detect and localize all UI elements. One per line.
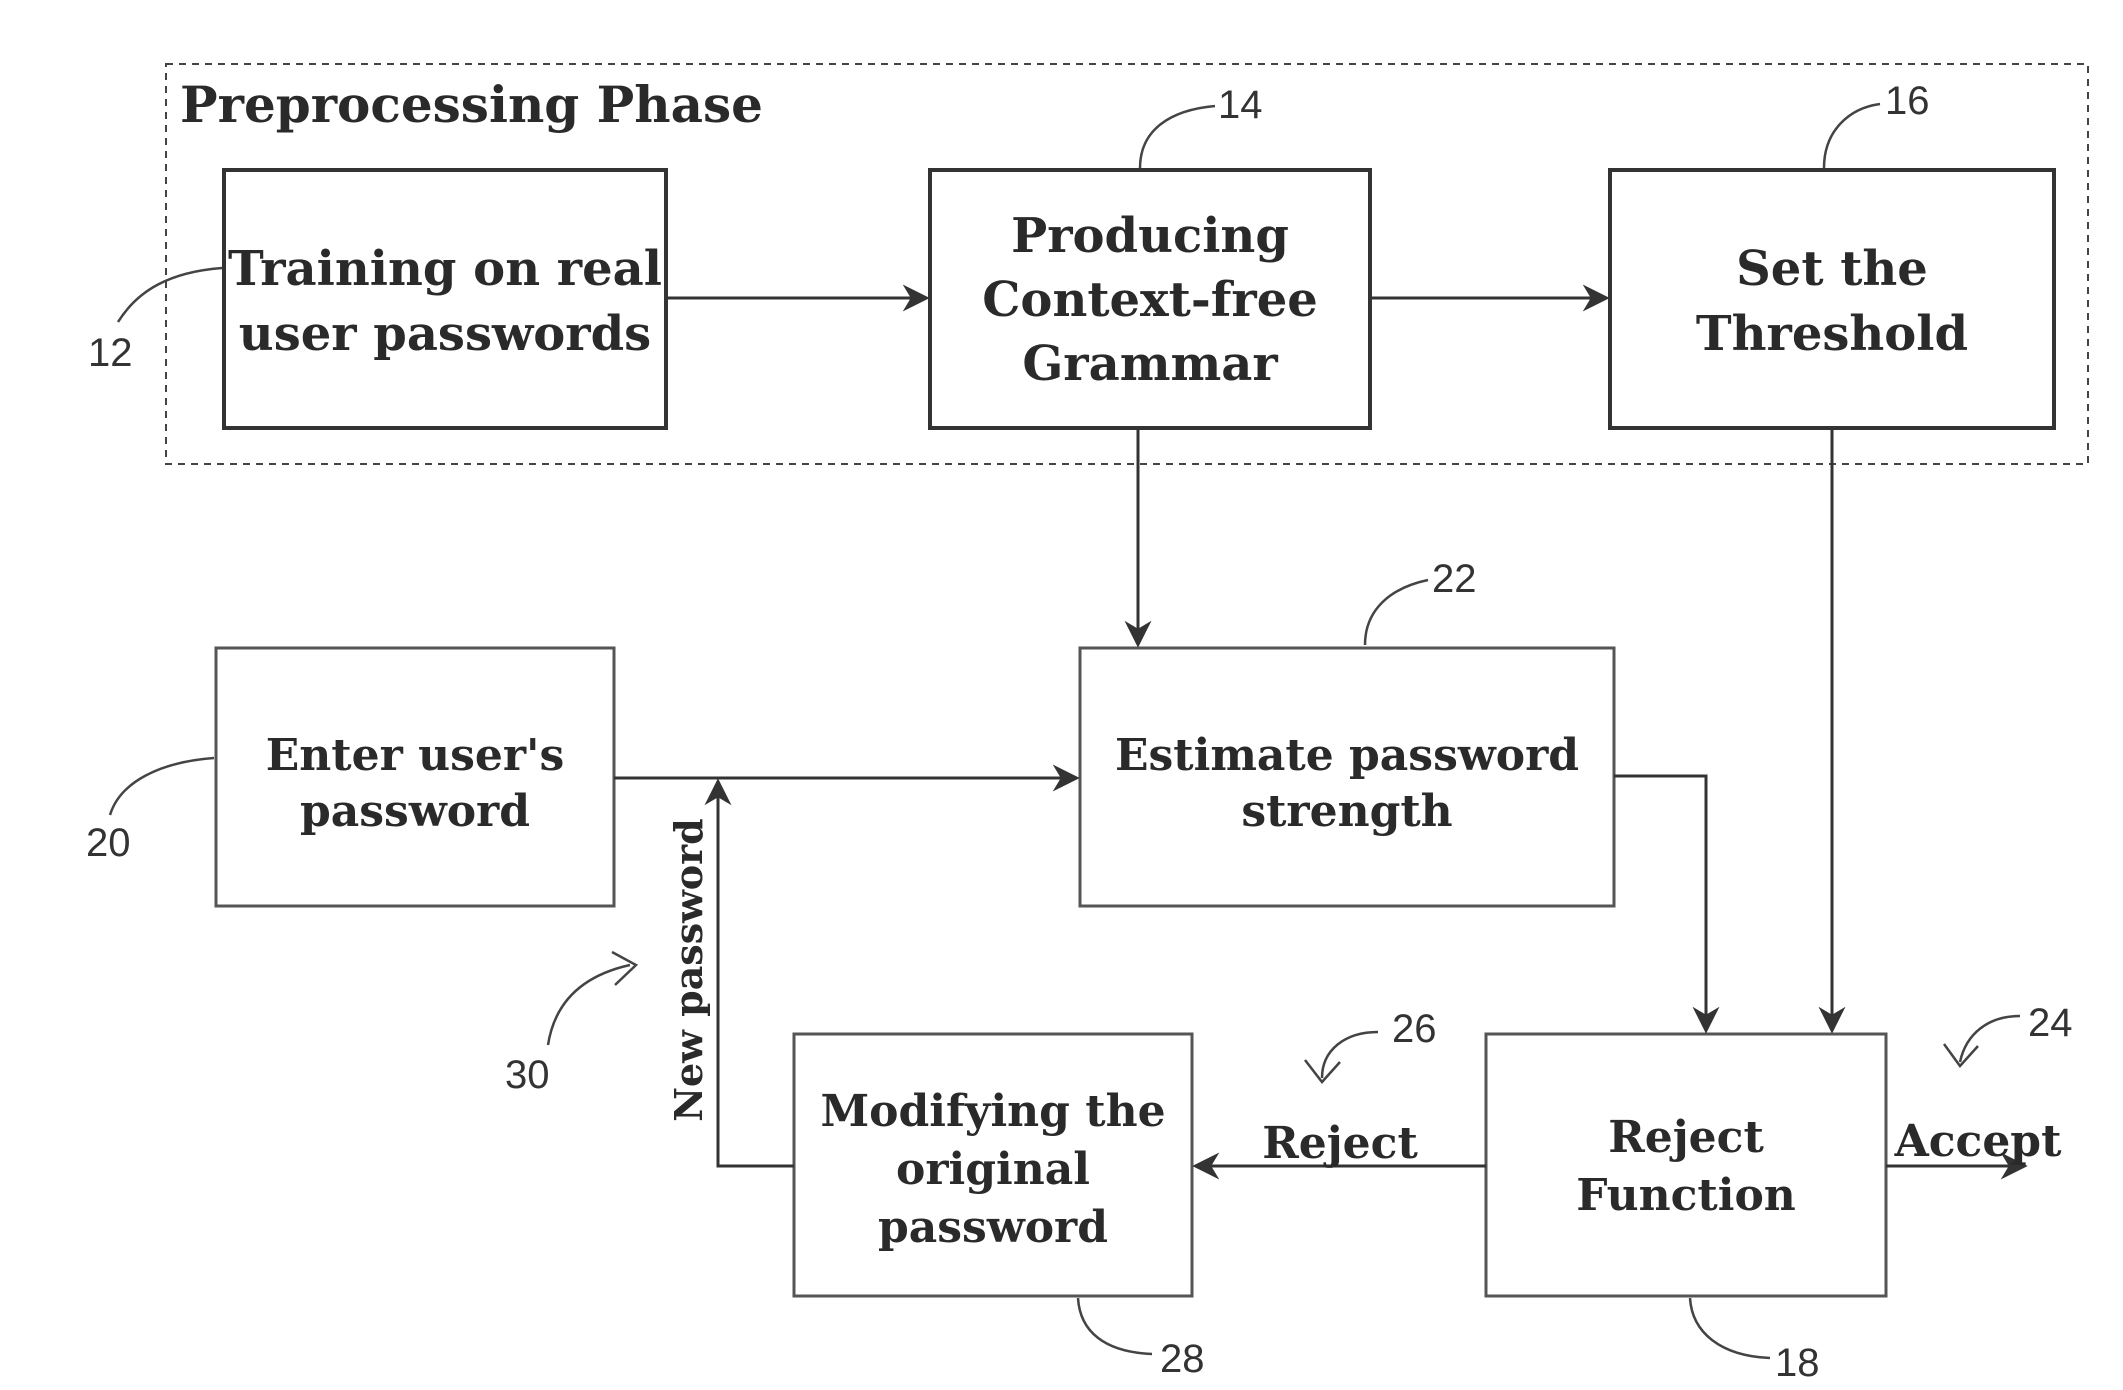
arrow-new-password-loop	[704, 778, 794, 1168]
leader-ref-24-head	[1942, 1043, 1979, 1068]
edge-label-new-password: New password	[666, 818, 711, 1121]
leader-ref-30	[546, 963, 631, 1046]
node-modify: Modifying the original password	[792, 1032, 1194, 1298]
leader-ref-26-head	[1304, 1059, 1341, 1084]
node-reject-function: Reject Function	[1484, 1032, 1888, 1298]
node-grammar-line-2: Context-free	[982, 272, 1318, 328]
node-estimate-line-1: Estimate password	[1115, 730, 1579, 781]
node-enter-line-2: password	[300, 786, 530, 837]
ref-28: 28	[1160, 1337, 1205, 1381]
preprocessing-phase: Preprocessing Phase	[165, 63, 2089, 465]
ref-22: 22	[1432, 557, 1477, 601]
node-threshold-line-1: Set the	[1736, 241, 1928, 297]
node-threshold-line-2: Threshold	[1696, 306, 1968, 362]
leader-ref-20	[108, 756, 215, 816]
node-enter: Enter user's password	[214, 646, 616, 908]
node-training-line-1: Training on real	[228, 241, 662, 297]
node-grammar-line-1: Producing	[1011, 208, 1289, 264]
leader-ref-22	[1363, 578, 1429, 646]
leader-ref-16	[1822, 102, 1881, 169]
leader-ref-12	[116, 266, 223, 323]
leader-ref-18	[1688, 1297, 1771, 1360]
node-reject-function-line-1: Reject	[1608, 1112, 1764, 1163]
node-modify-line-3: password	[878, 1202, 1108, 1253]
edge-label-accept: Accept	[1894, 1116, 2062, 1167]
node-reject-function-line-2: Function	[1576, 1170, 1796, 1221]
reference-leaders	[108, 102, 2021, 1360]
leader-ref-30-head	[611, 950, 639, 986]
ref-12: 12	[88, 331, 133, 375]
ref-16: 16	[1885, 79, 1930, 123]
edge-label-reject: Reject	[1262, 1118, 1418, 1169]
node-training-line-2: user passwords	[239, 306, 651, 362]
node-modify-line-1: Modifying the	[820, 1086, 1165, 1137]
ref-30: 30	[505, 1053, 550, 1097]
ref-26: 26	[1392, 1007, 1437, 1051]
arrow-estimate-to-reject-function	[1614, 774, 1720, 1034]
leader-ref-26	[1320, 1030, 1379, 1079]
ref-24: 24	[2028, 1001, 2073, 1045]
leader-ref-14	[1138, 104, 1216, 169]
node-threshold: Set the Threshold	[1608, 168, 2056, 430]
node-grammar: Producing Context-free Grammar	[928, 168, 1372, 430]
leader-ref-24	[1958, 1014, 2021, 1063]
node-estimate-line-2: strength	[1241, 786, 1452, 837]
leader-ref-28	[1076, 1297, 1153, 1356]
ref-20: 20	[86, 821, 131, 865]
ref-14: 14	[1218, 83, 1263, 127]
node-training: Training on real user passwords	[222, 168, 668, 430]
node-modify-line-2: original	[896, 1144, 1090, 1195]
connectors	[614, 284, 2028, 1180]
ref-18: 18	[1775, 1341, 1820, 1385]
node-estimate: Estimate password strength	[1078, 646, 1616, 908]
node-enter-line-1: Enter user's	[266, 730, 565, 781]
node-grammar-line-3: Grammar	[1022, 336, 1278, 392]
phase-title: Preprocessing Phase	[180, 75, 763, 134]
